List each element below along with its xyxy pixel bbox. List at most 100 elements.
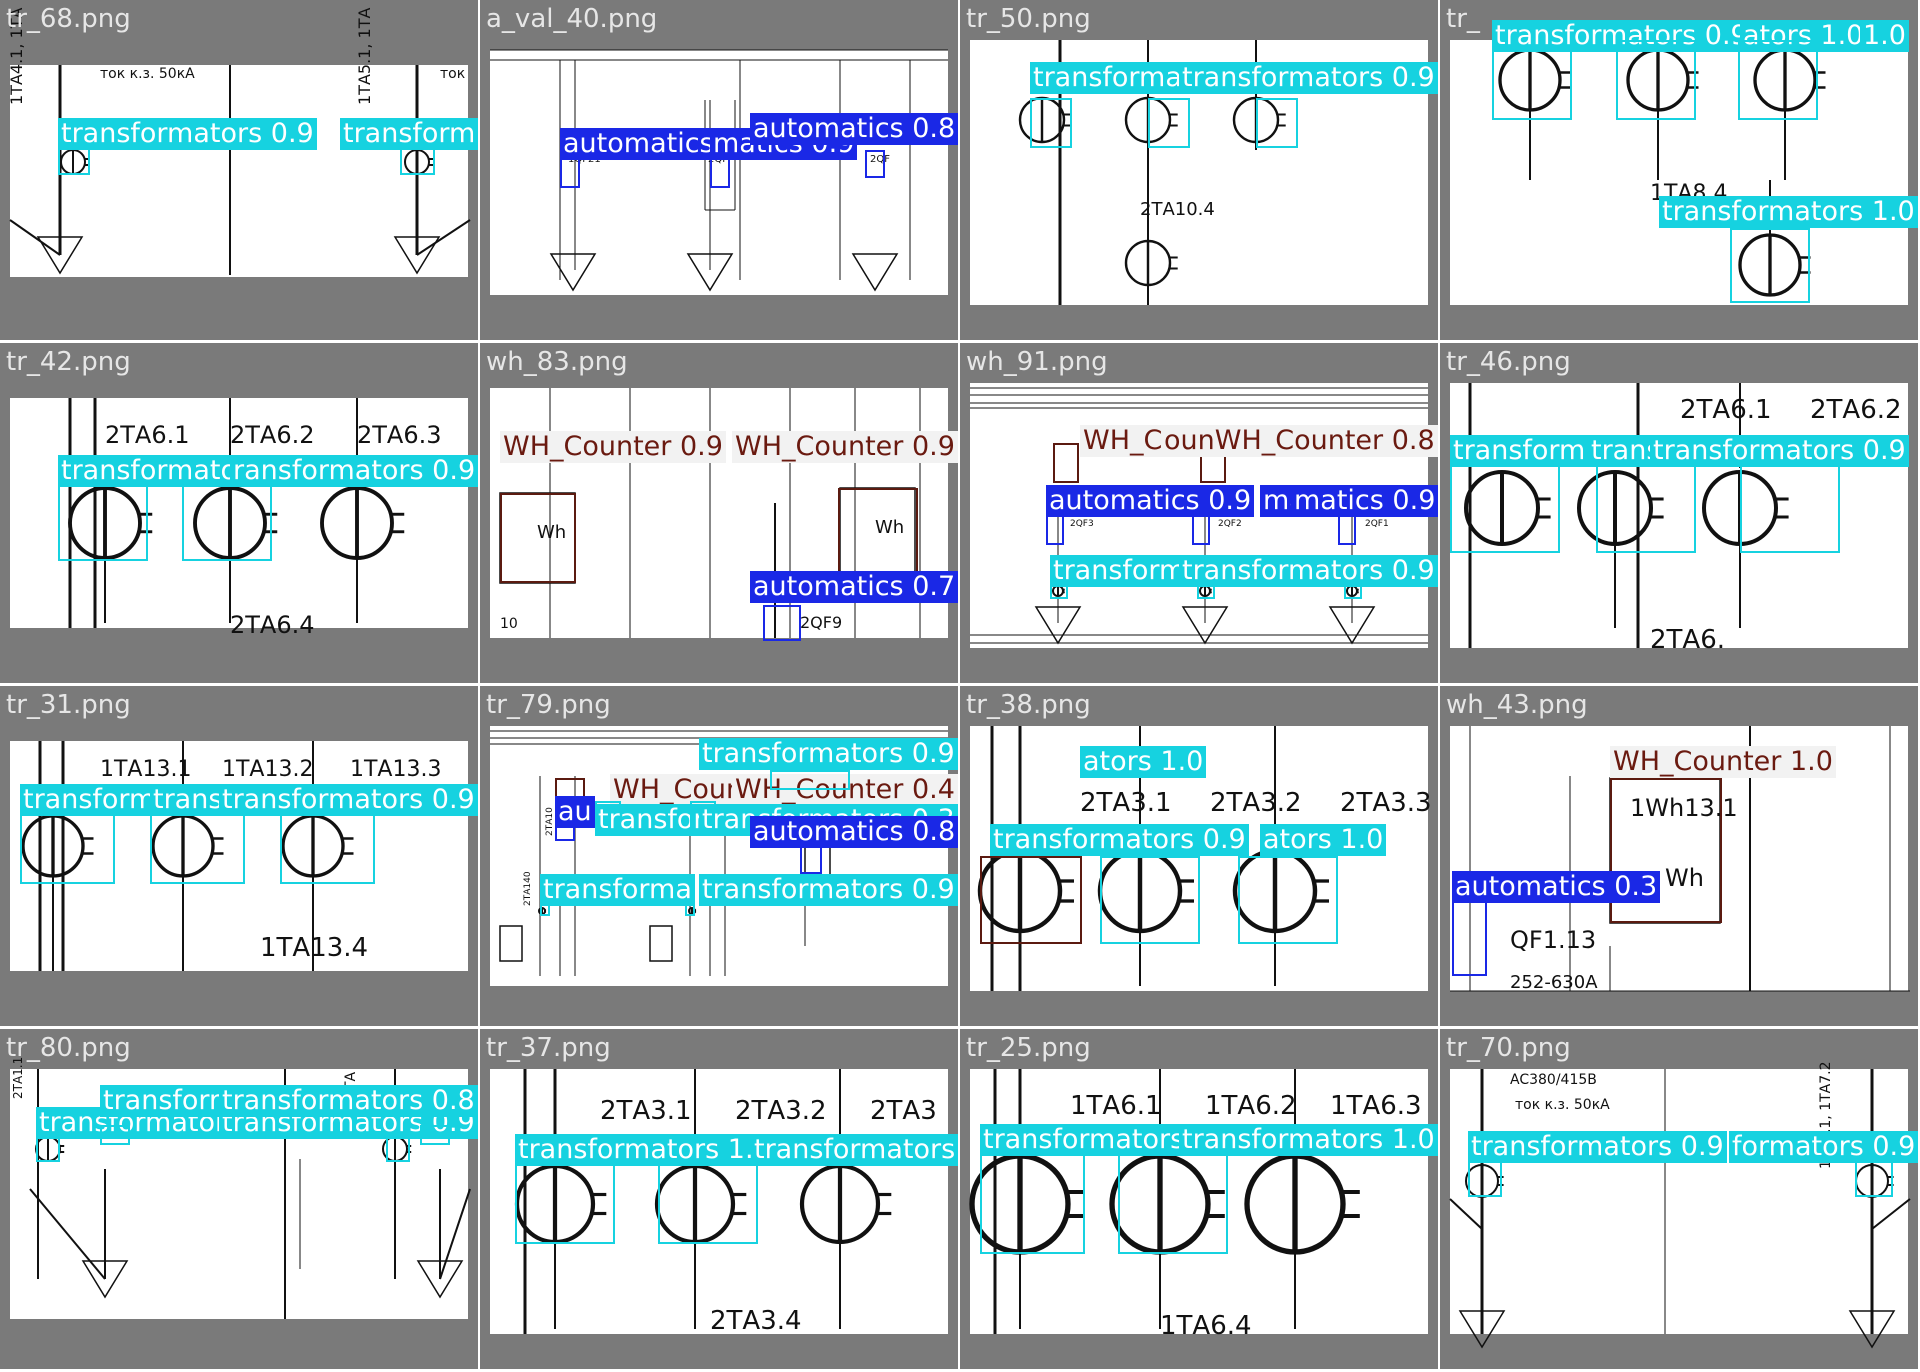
tile-filename: tr_79.png xyxy=(486,690,611,720)
detection-box xyxy=(58,485,148,561)
schematic-label: 1ТА6.3 xyxy=(1330,1091,1422,1121)
schematic-label: Wh xyxy=(875,517,904,538)
detection-box xyxy=(980,856,1082,944)
detection-box xyxy=(1053,443,1079,483)
detection-box xyxy=(1338,515,1356,545)
schematic-label: 1ТА13.1 xyxy=(100,757,191,782)
detection-label: automatics 0.8 xyxy=(750,816,958,848)
detection-box xyxy=(500,493,576,583)
schematic-label: 2QF1 xyxy=(1365,519,1389,529)
schematic-label: 2ТА3.1 xyxy=(1080,788,1172,818)
schematic-label: ток к.з. 50кА xyxy=(100,66,195,82)
load-triangle-symbol xyxy=(549,253,597,292)
detection-label: automatics 0.9 xyxy=(1046,485,1255,517)
detection-box xyxy=(800,844,822,874)
current-transformer-symbol xyxy=(1244,1153,1360,1255)
schematic-label: 2ТА1.1 xyxy=(11,1057,25,1099)
detection-label: ounWH_Counter 0.8 xyxy=(1161,425,1438,457)
detection-box xyxy=(1492,40,1572,120)
schematic-label: 2QF2 xyxy=(1218,519,1242,529)
schematic-label: 1ТА5.1, 1ТА xyxy=(355,8,374,105)
detection-box xyxy=(658,1164,758,1244)
detection-label: 1.0 xyxy=(1860,20,1909,52)
detection-box xyxy=(515,1164,615,1244)
detection-label: transform xyxy=(20,784,159,816)
schematic-label: Wh xyxy=(1665,864,1704,892)
schematic-label: 10 xyxy=(500,616,518,632)
schematic-label: 2ТА3.1 xyxy=(600,1096,692,1126)
detection-box xyxy=(150,814,245,884)
schematic-label: AC380/415B xyxy=(1510,1072,1597,1088)
tile-filename: tr_50.png xyxy=(966,4,1091,34)
schematic-label: 1ТА6.1 xyxy=(1070,1091,1162,1121)
tile-filename: wh_83.png xyxy=(486,347,628,377)
schematic-image: 1ТА6.1 1ТА6.2 1ТА6.3 1ТА6.4 xyxy=(969,1069,1428,1341)
load-triangle-symbol xyxy=(851,253,899,292)
tile-filename: wh_43.png xyxy=(1446,690,1588,720)
detection-box xyxy=(1855,1161,1893,1197)
schematic-label: 2ТА3 xyxy=(870,1096,937,1126)
load-triangle-symbol xyxy=(1034,606,1082,645)
tile-filename: tr_ xyxy=(1446,4,1480,34)
detection-box xyxy=(1344,585,1362,599)
tile-filename: tr_42.png xyxy=(6,347,131,377)
schematic-label: ток к.з. 50кА xyxy=(1515,1097,1610,1113)
device-frame xyxy=(499,925,523,962)
current-transformer-symbol xyxy=(1464,470,1551,546)
tile-filename: tr_80.png xyxy=(6,1033,131,1063)
schematic-label: 1ТА6.4 xyxy=(1160,1311,1252,1341)
schematic-label: 2ТА6.2 xyxy=(230,421,315,449)
load-triangle-symbol xyxy=(1328,606,1376,645)
tile-filename: a_val_40.png xyxy=(486,4,658,34)
schematic-label: 2ТА6.2 xyxy=(1810,395,1902,425)
schematic-label: 2QF9 xyxy=(800,613,842,632)
tile-filename: wh_91.png xyxy=(966,347,1108,377)
detection-box xyxy=(1256,98,1298,148)
tile-filename: tr_25.png xyxy=(966,1033,1091,1063)
detection-box xyxy=(1596,465,1696,553)
detection-label: transformators 1.0 xyxy=(515,1134,774,1166)
load-triangle-symbol xyxy=(1181,606,1229,645)
detection-box xyxy=(1610,778,1722,923)
schematic-label: 1ТА13.4 xyxy=(260,933,368,963)
wire-line xyxy=(439,1188,471,1280)
schematic-label: 1ТА6.2 xyxy=(1205,1091,1297,1121)
detection-label: formators 0.9 xyxy=(1729,1131,1918,1163)
load-triangle-symbol xyxy=(1848,1310,1896,1349)
detection-label: transformators xyxy=(751,1134,958,1166)
detection-box xyxy=(1730,228,1810,303)
schematic-label: 1Wh13.1 xyxy=(1630,794,1738,822)
detection-label: WH_Counter 0.9 xyxy=(732,431,958,463)
load-triangle-symbol xyxy=(36,236,84,275)
wire-line xyxy=(9,219,61,256)
detection-box xyxy=(100,1125,130,1145)
tile-filename: tr_37.png xyxy=(486,1033,611,1063)
load-triangle-symbol xyxy=(393,236,441,275)
detection-box xyxy=(685,904,695,916)
detection-label: transformators 0.8 xyxy=(219,1085,478,1117)
detection-box xyxy=(1118,1154,1228,1254)
current-transformer-symbol xyxy=(320,486,405,560)
detection-label: ators 1.0 xyxy=(1260,824,1387,856)
schematic-label: 2ТА140 xyxy=(523,871,533,906)
wire-line xyxy=(1871,1198,1911,1230)
load-triangle-symbol xyxy=(1458,1310,1506,1349)
detection-box xyxy=(1046,515,1064,545)
tile-filename: tr_38.png xyxy=(966,690,1091,720)
detection-box xyxy=(20,814,115,884)
detection-label: transformators 0.9 xyxy=(1650,435,1909,467)
wire-line xyxy=(1449,1198,1483,1230)
detection-label: transformators 0.9 xyxy=(1492,20,1751,52)
